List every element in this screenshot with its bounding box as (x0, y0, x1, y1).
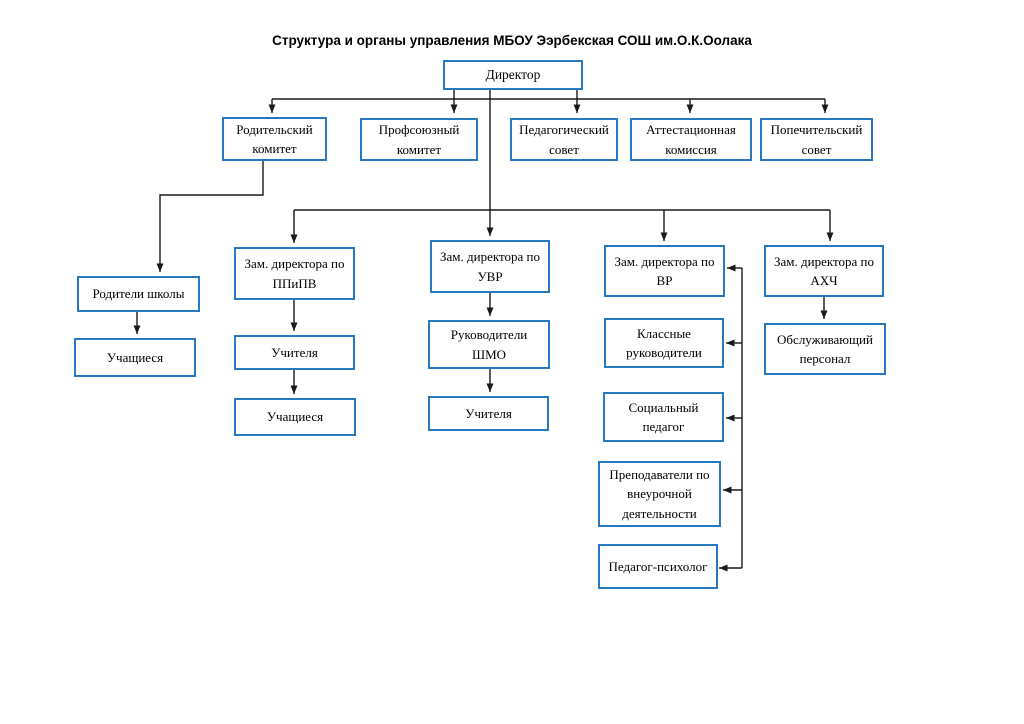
node-shmo-heads: Руководители ШМО (428, 320, 550, 369)
node-extracurricular-teachers: Преподаватели по внеурочной деятельности (598, 461, 721, 527)
node-union-committee: Профсоюзный комитет (360, 118, 478, 161)
node-pedagogical-council: Педагогический совет (510, 118, 618, 161)
connector-parents-branch (156, 161, 264, 272)
node-trustees-council: Попечительский совет (760, 118, 873, 161)
node-teachers-uvr: Учителя (428, 396, 549, 431)
node-students-parents-branch: Учащиеся (74, 338, 196, 377)
node-deputy-vr: Зам. директора по ВР (604, 245, 725, 297)
node-students-ppipv: Учащиеся (234, 398, 356, 436)
node-deputy-ppipv: Зам. директора по ППиПВ (234, 247, 355, 300)
node-deputy-ahch: Зам. директора по АХЧ (764, 245, 884, 297)
node-social-pedagogue: Социальный педагог (603, 392, 724, 442)
node-director: Директор (443, 60, 583, 90)
node-service-staff: Обслуживающий персонал (764, 323, 886, 375)
chart-title: Структура и органы управления МБОУ Ээрбе… (272, 33, 752, 48)
node-attestation-commission: Аттестационная комиссия (630, 118, 752, 161)
node-school-parents: Родители школы (77, 276, 200, 312)
node-parent-committee: Родительский комитет (222, 117, 327, 161)
node-teachers-ppipv: Учителя (234, 335, 355, 370)
node-pedagogue-psychologist: Педагог-психолог (598, 544, 718, 589)
node-class-supervisors: Классные руководители (604, 318, 724, 368)
node-deputy-uvr: Зам. директора по УВР (430, 240, 550, 293)
